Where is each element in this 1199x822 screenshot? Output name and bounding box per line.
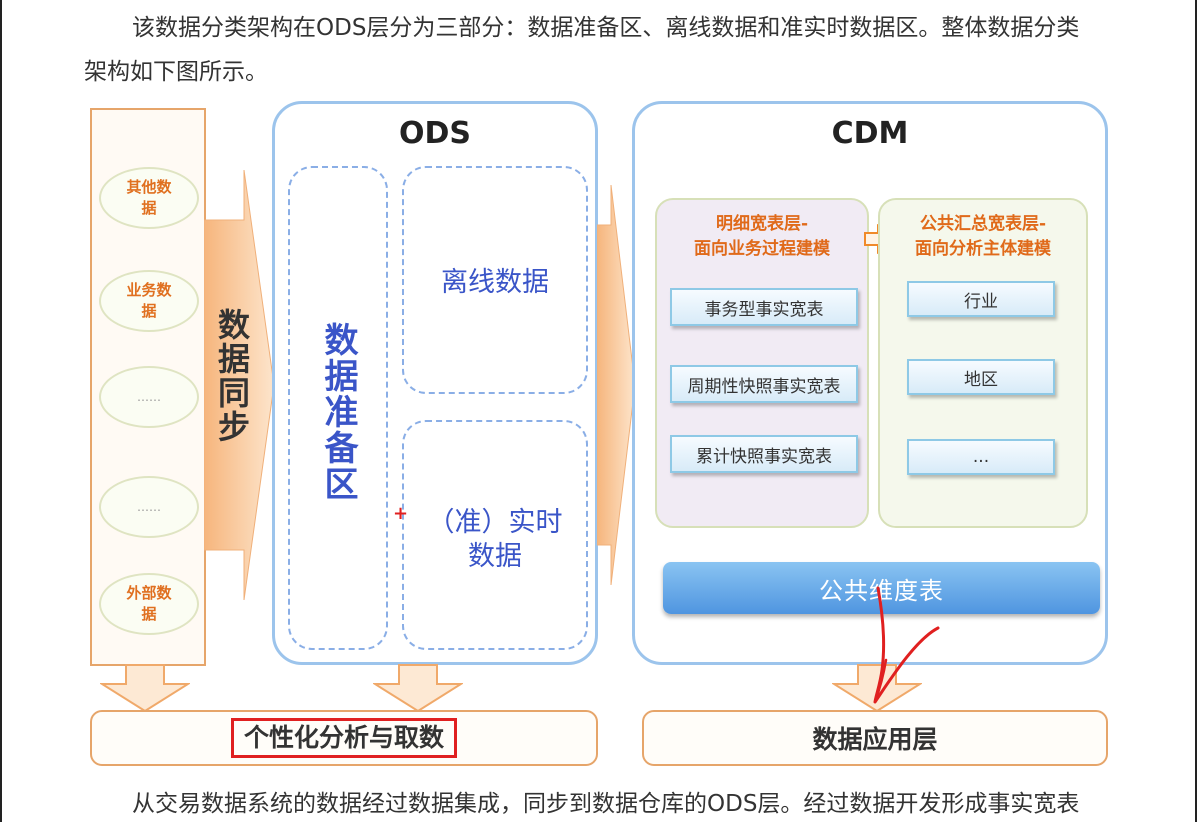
ods-prep-area-box xyxy=(288,166,388,650)
ods-offline-label: 离线数据 xyxy=(441,267,549,298)
ods-down-arrow-icon xyxy=(373,664,463,712)
source-ellipsis-2: …… xyxy=(99,476,199,538)
detail-layer-box xyxy=(655,198,869,528)
cursor-crosshair-icon: + xyxy=(393,503,409,524)
intro-paragraph-line1: 该数据分类架构在ODS层分为三部分：数据准备区、离线数据和准实时数据区。整体数据… xyxy=(132,15,1080,41)
ods-offline-box xyxy=(402,166,588,394)
table-industry: 行业 xyxy=(907,281,1055,317)
source-other-data: 其他数据 xyxy=(99,167,199,229)
data-application-layer-box: 数据应用层 xyxy=(642,710,1108,766)
table-more: ... xyxy=(907,439,1055,475)
source-external-data: 外部数据 xyxy=(99,573,199,635)
source-ellipsis-1: …… xyxy=(99,366,199,428)
table-periodic-snapshot-fact: 周期性快照事实宽表 xyxy=(670,365,858,403)
sync-label: 数据同步 xyxy=(213,308,251,444)
outro-paragraph: 从交易数据系统的数据经过数据集成，同步到数据仓库的ODS层。经过数据开发形成事实… xyxy=(132,791,1080,817)
frame-right-border xyxy=(1195,0,1197,822)
personalized-analysis-box: 个性化分析与取数 xyxy=(90,710,598,766)
sync-arrow-icon xyxy=(204,170,274,600)
detail-layer-title-line1: 明细宽表层- xyxy=(715,214,809,234)
summary-layer-title-line1: 公共汇总宽表层- xyxy=(919,214,1047,234)
red-annotation-check-icon xyxy=(873,586,940,704)
frame-left-border xyxy=(0,0,2,822)
table-cumulative-snapshot-fact: 累计快照事实宽表 xyxy=(670,435,858,473)
ods-realtime-label-line2: 数据 xyxy=(468,541,522,572)
data-application-layer-label: 数据应用层 xyxy=(812,725,938,754)
cdm-title: CDM xyxy=(831,116,909,151)
intro-paragraph-line2: 架构如下图所示。 xyxy=(84,59,268,85)
ods-container xyxy=(272,101,598,665)
table-region: 地区 xyxy=(907,359,1055,395)
summary-layer-title-line2: 面向分析主体建模 xyxy=(915,239,1051,259)
detail-layer-title-line2: 面向业务过程建模 xyxy=(694,239,830,259)
personalized-analysis-label: 个性化分析与取数 xyxy=(230,718,457,758)
ods-realtime-box xyxy=(402,420,588,650)
ods-to-cdm-arrow-icon xyxy=(597,185,635,585)
ods-realtime-label-line1: （准）实时 xyxy=(427,507,563,538)
table-transaction-fact: 事务型事实宽表 xyxy=(670,288,858,326)
ods-prep-area-label: 数据准备区 xyxy=(318,322,358,502)
sources-down-arrow-icon xyxy=(100,664,190,712)
ods-title: ODS xyxy=(398,116,471,151)
source-business-data: 业务数据 xyxy=(99,270,199,332)
